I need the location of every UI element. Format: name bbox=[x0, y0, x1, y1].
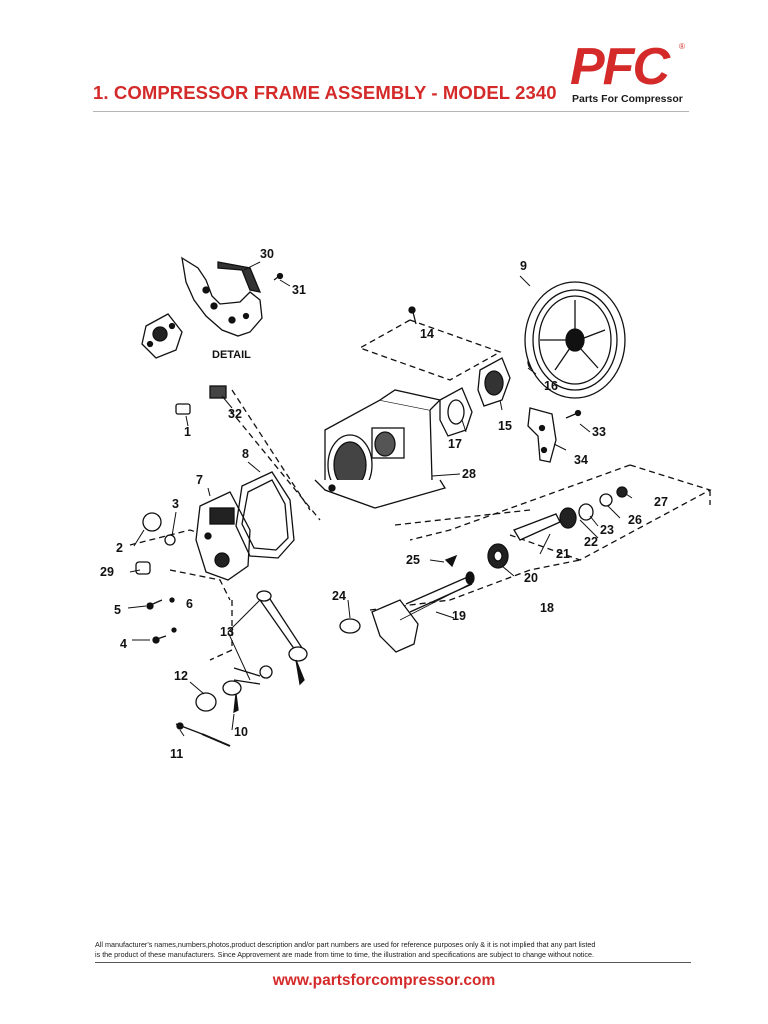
label-part-21: 21 bbox=[556, 547, 570, 561]
label-part-17: 17 bbox=[448, 437, 462, 451]
label-part-25: 25 bbox=[406, 553, 420, 567]
website-link[interactable]: www.partsforcompressor.com bbox=[272, 972, 496, 989]
logo-tagline: Parts For Compressor bbox=[572, 93, 683, 105]
label-part-28: 28 bbox=[462, 467, 476, 481]
label-part-15: 15 bbox=[498, 419, 512, 433]
exploded-parts-diagram: 30 31 DETAIL 14 9 16 15 17 33 34 28 32 1… bbox=[100, 240, 730, 770]
connecting-rods bbox=[175, 590, 308, 747]
label-part-31: 31 bbox=[292, 283, 306, 297]
label-part-12: 12 bbox=[174, 669, 188, 683]
header-divider bbox=[93, 111, 689, 112]
label-part-27: 27 bbox=[654, 495, 668, 509]
disclaimer-line-2: is the product of these manufacturers. S… bbox=[95, 950, 594, 959]
bearing-plates bbox=[439, 353, 543, 437]
label-part-3: 3 bbox=[172, 497, 179, 511]
label-part-5: 5 bbox=[114, 603, 121, 617]
pfc-logo-mark: PFC bbox=[570, 38, 673, 96]
label-part-32: 32 bbox=[228, 407, 242, 421]
registered-mark: ® bbox=[679, 42, 685, 51]
label-part-22: 22 bbox=[584, 535, 598, 549]
compressor-frame bbox=[314, 389, 447, 509]
bracket bbox=[527, 407, 582, 463]
page-title: 1. COMPRESSOR FRAME ASSEMBLY - MODEL 234… bbox=[93, 82, 557, 103]
crankshaft bbox=[339, 486, 628, 653]
flywheel bbox=[524, 281, 626, 399]
label-part-11: 11 bbox=[170, 747, 183, 761]
assembly-dashed-lines bbox=[129, 319, 712, 661]
disclaimer: All manufacturer's names,numbers,photos,… bbox=[95, 940, 691, 960]
small-fittings bbox=[135, 385, 227, 644]
detail-label: DETAIL bbox=[212, 349, 251, 361]
pfc-logo: PFC ® Parts For Compressor bbox=[568, 38, 692, 108]
label-part-14: 14 bbox=[420, 327, 434, 341]
label-part-13: 13 bbox=[220, 625, 234, 639]
label-part-6: 6 bbox=[186, 597, 193, 611]
label-part-7: 7 bbox=[196, 473, 203, 487]
label-part-18: 18 bbox=[540, 601, 554, 615]
label-part-16: 16 bbox=[544, 379, 558, 393]
label-part-10: 10 bbox=[234, 725, 248, 739]
label-part-1: 1 bbox=[184, 425, 191, 439]
footer-divider bbox=[95, 962, 691, 963]
disclaimer-line-1: All manufacturer's names,numbers,photos,… bbox=[95, 940, 596, 949]
detail-bearing-housing bbox=[141, 256, 284, 359]
label-part-33: 33 bbox=[592, 425, 606, 439]
label-part-34: 34 bbox=[574, 453, 588, 467]
label-part-26: 26 bbox=[628, 513, 642, 527]
end-cover bbox=[195, 471, 295, 581]
label-part-20: 20 bbox=[524, 571, 538, 585]
label-part-19: 19 bbox=[452, 609, 466, 623]
label-part-4: 4 bbox=[120, 637, 127, 651]
label-part-8: 8 bbox=[242, 447, 249, 461]
label-part-9: 9 bbox=[520, 259, 527, 273]
diagram-svg: 30 31 DETAIL 14 9 16 15 17 33 34 28 32 1… bbox=[100, 247, 712, 761]
label-part-2: 2 bbox=[116, 541, 123, 555]
label-part-24: 24 bbox=[332, 589, 346, 603]
label-part-30: 30 bbox=[260, 247, 274, 261]
label-part-23: 23 bbox=[600, 523, 614, 537]
label-part-29: 29 bbox=[100, 565, 114, 579]
pfc-logo-text: PFC bbox=[570, 38, 671, 96]
leader-lines bbox=[127, 261, 633, 737]
